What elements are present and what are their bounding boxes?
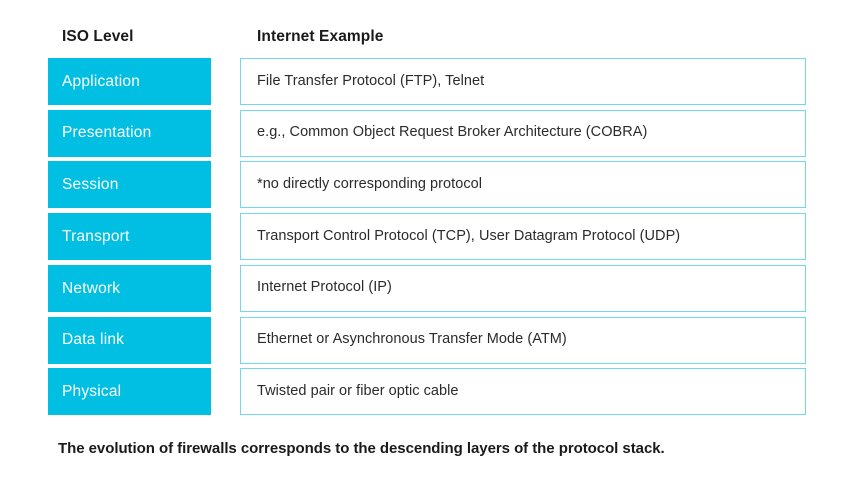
diagram-caption: The evolution of firewalls corresponds t… — [58, 440, 665, 457]
iso-level-cell[interactable]: Data link — [48, 316, 211, 364]
internet-example-cell[interactable]: Ethernet or Asynchronous Transfer Mode (… — [240, 316, 806, 364]
internet-example-label: File Transfer Protocol (FTP), Telnet — [257, 72, 485, 89]
iso-level-label: Physical — [62, 382, 122, 400]
iso-level-cell[interactable]: Application — [48, 58, 211, 105]
column-header-internet-example: Internet Example — [257, 28, 384, 45]
internet-example-label: e.g., Common Object Request Broker Archi… — [257, 124, 648, 141]
table-row: Data link Ethernet or Asynchronous Transf… — [48, 316, 820, 364]
internet-example-cell[interactable]: Twisted pair or fiber optic cable — [240, 368, 806, 416]
iso-level-label: Data link — [62, 331, 125, 349]
table-row: Application File Transfer Protocol (FTP),… — [48, 58, 820, 105]
column-header-iso-level: ISO Level — [62, 28, 134, 45]
table-row: Presentation e.g., Common Object Request … — [48, 109, 820, 157]
iso-level-label: Transport — [62, 227, 130, 245]
internet-example-cell[interactable]: Internet Protocol (IP) — [240, 264, 806, 312]
internet-example-cell[interactable]: e.g., Common Object Request Broker Archi… — [240, 109, 806, 157]
iso-level-label: Network — [62, 279, 121, 297]
layer-rows: Application File Transfer Protocol (FTP),… — [48, 58, 820, 418]
iso-level-cell[interactable]: Transport — [48, 213, 211, 261]
iso-level-cell[interactable]: Session — [48, 161, 211, 209]
internet-example-label: *no directly corresponding protocol — [257, 175, 483, 192]
internet-example-cell[interactable]: File Transfer Protocol (FTP), Telnet — [240, 58, 806, 105]
table-row: Transport Transport Control Protocol (TCP… — [48, 213, 820, 261]
internet-example-label: Twisted pair or fiber optic cable — [257, 382, 459, 399]
column-headers: ISO Level Internet Example — [48, 28, 820, 52]
iso-level-label: Application — [62, 72, 141, 90]
internet-example-cell[interactable]: Transport Control Protocol (TCP), User D… — [240, 213, 806, 261]
internet-example-label: Transport Control Protocol (TCP), User D… — [257, 227, 681, 244]
internet-example-label: Internet Protocol (IP) — [257, 279, 392, 296]
iso-level-cell[interactable]: Network — [48, 264, 211, 312]
iso-level-label: Session — [62, 176, 119, 194]
iso-level-cell[interactable]: Presentation — [48, 109, 211, 157]
table-row: Session *no directly corresponding protoc… — [48, 161, 820, 209]
table-row: Physical Twisted pair or fiber optic cabl… — [48, 368, 820, 416]
internet-example-cell[interactable]: *no directly corresponding protocol — [240, 161, 806, 209]
iso-level-label: Presentation — [62, 124, 152, 142]
internet-example-label: Ethernet or Asynchronous Transfer Mode (… — [257, 331, 567, 348]
iso-level-cell[interactable]: Physical — [48, 368, 211, 416]
table-row: Network Internet Protocol (IP) — [48, 264, 820, 312]
